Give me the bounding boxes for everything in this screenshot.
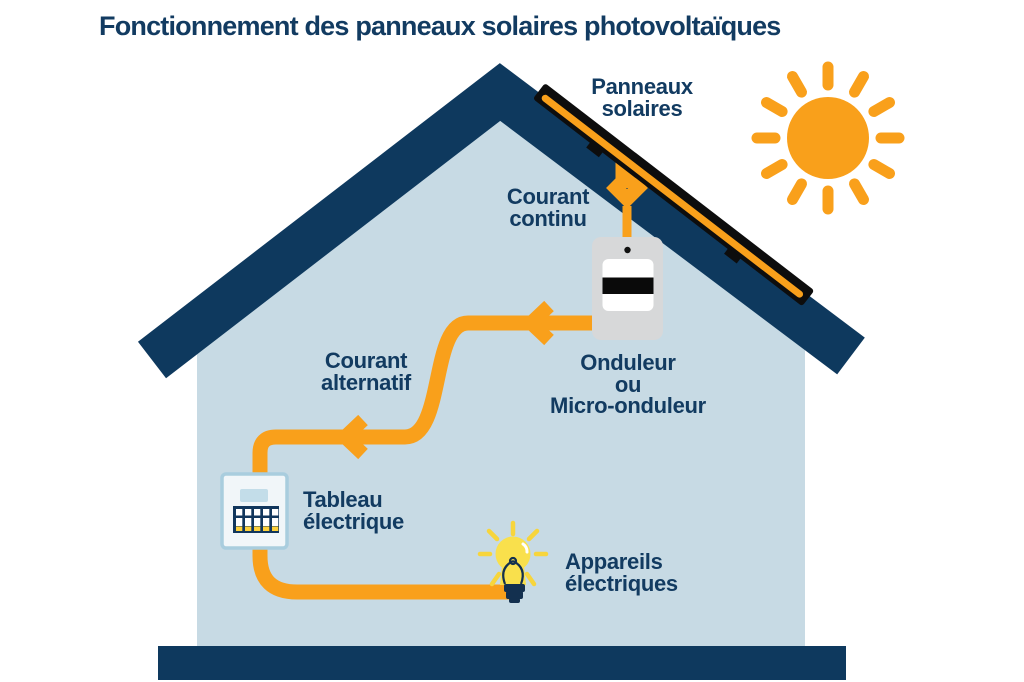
label-line: électriques	[565, 570, 678, 596]
label-line: alternatif	[321, 369, 411, 395]
label-line: Onduleur	[580, 350, 676, 375]
breaker-panel-icon	[220, 472, 289, 550]
label-line: Appareils	[565, 549, 663, 574]
arrowhead-left-icon	[334, 414, 368, 460]
label-line: Micro-onduleur	[550, 393, 706, 418]
label-line: Courant	[324, 348, 408, 373]
page-title: Fonctionnement des panneaux solaires pho…	[99, 11, 781, 41]
ground-bar	[158, 646, 846, 680]
lightbulb-icon	[477, 520, 549, 603]
label-appareils-electriques: Appareils électriques	[565, 551, 678, 594]
flow-path	[252, 315, 602, 600]
label-line: continu	[509, 205, 587, 231]
label-line: électrique	[303, 508, 404, 534]
label-line: Courant	[506, 184, 590, 209]
label-tableau-electrique: Tableau électrique	[303, 489, 404, 532]
label-line: ou	[614, 371, 642, 397]
label-courant-alternatif: Courant alternatif	[321, 350, 411, 393]
label-onduleur: Onduleur ou Micro-onduleur	[550, 352, 706, 417]
arrowhead-left-icon	[520, 300, 554, 346]
label-line: Tableau	[303, 487, 383, 512]
label-line: solaires	[601, 95, 683, 121]
solar-panel-icon	[534, 84, 814, 306]
label-line: Panneaux	[591, 74, 693, 99]
sun-icon	[751, 61, 905, 215]
house-roof	[137, 63, 865, 379]
inverter-icon	[592, 237, 663, 340]
label-courant-continu: Courant continu	[506, 184, 590, 231]
label-panneaux-solaires: Panneaux solaires	[591, 76, 693, 119]
